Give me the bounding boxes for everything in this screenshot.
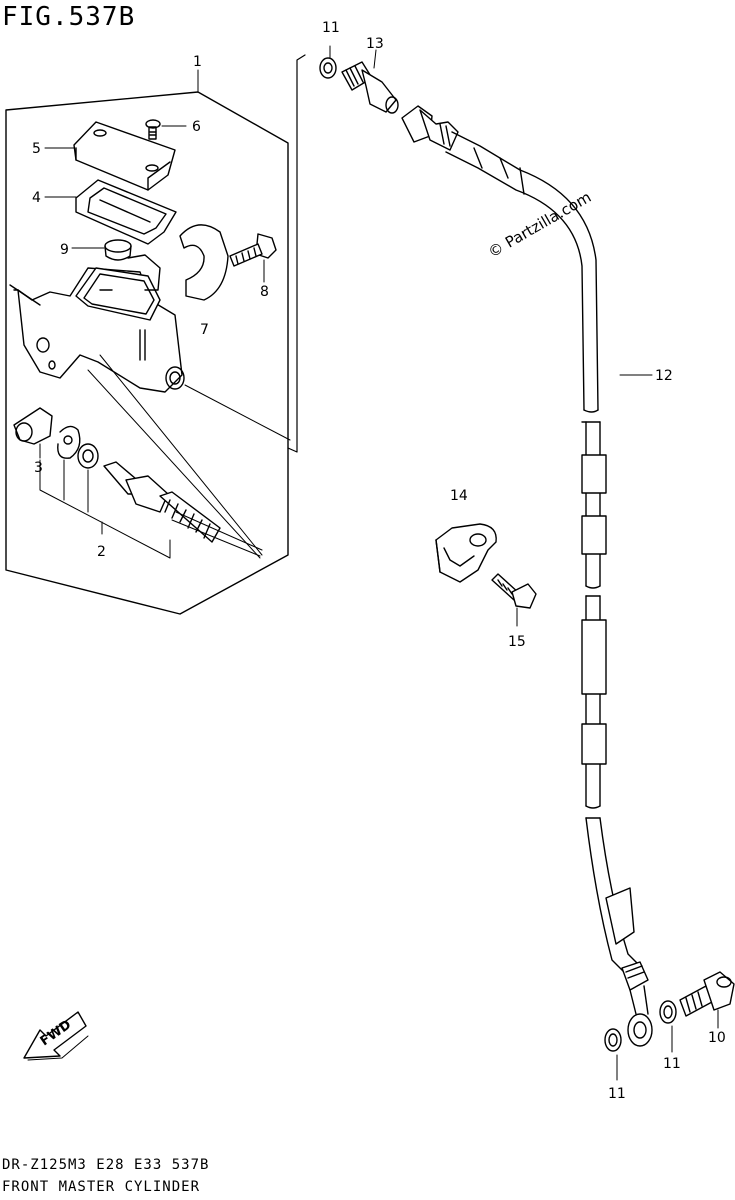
callout-3: 3 xyxy=(34,460,43,476)
callout-14: 14 xyxy=(450,488,468,504)
figure-title: FIG.537B xyxy=(2,2,136,32)
assembly-boundary xyxy=(5,54,306,615)
brake-hose xyxy=(445,131,653,1047)
reservoir-cap xyxy=(73,121,176,191)
callout-11-top: 11 xyxy=(322,20,340,36)
footer-figure-name: FRONT MASTER CYLINDER xyxy=(2,1179,201,1195)
forward-direction-arrow xyxy=(23,1011,89,1061)
callout-4: 4 xyxy=(32,190,41,206)
hose-top-fittings xyxy=(319,45,459,151)
footer-model-code: DR-Z125M3 E28 E33 537B xyxy=(2,1157,210,1173)
clamp-bolt-15 xyxy=(491,573,537,627)
callout-6: 6 xyxy=(192,119,201,135)
screw xyxy=(145,119,161,140)
piston-kit xyxy=(13,407,263,559)
callout-5: 5 xyxy=(32,141,41,157)
diaphragm xyxy=(75,179,177,245)
leader-lines xyxy=(39,125,265,459)
hose-bottom-fittings xyxy=(604,971,735,1081)
callout-8: 8 xyxy=(260,284,269,300)
callout-13: 13 xyxy=(366,36,384,52)
clamp-bolt xyxy=(229,233,277,267)
callout-9: 9 xyxy=(60,242,69,258)
callout-2: 2 xyxy=(97,544,106,560)
watermark-text: © Partzilla.com xyxy=(485,188,594,261)
callout-10: 10 xyxy=(708,1030,726,1046)
handlebar-clamp xyxy=(179,224,229,301)
callout-12: 12 xyxy=(655,368,673,384)
callout-1: 1 xyxy=(193,54,202,70)
callout-11-lower-left: 11 xyxy=(608,1086,626,1102)
callout-11-lower-right: 11 xyxy=(663,1056,681,1072)
master-cylinder-body xyxy=(9,254,291,559)
boot-seal xyxy=(104,239,132,261)
hose-clamp xyxy=(435,523,497,583)
callout-7: 7 xyxy=(200,322,209,338)
callout-15: 15 xyxy=(508,634,526,650)
